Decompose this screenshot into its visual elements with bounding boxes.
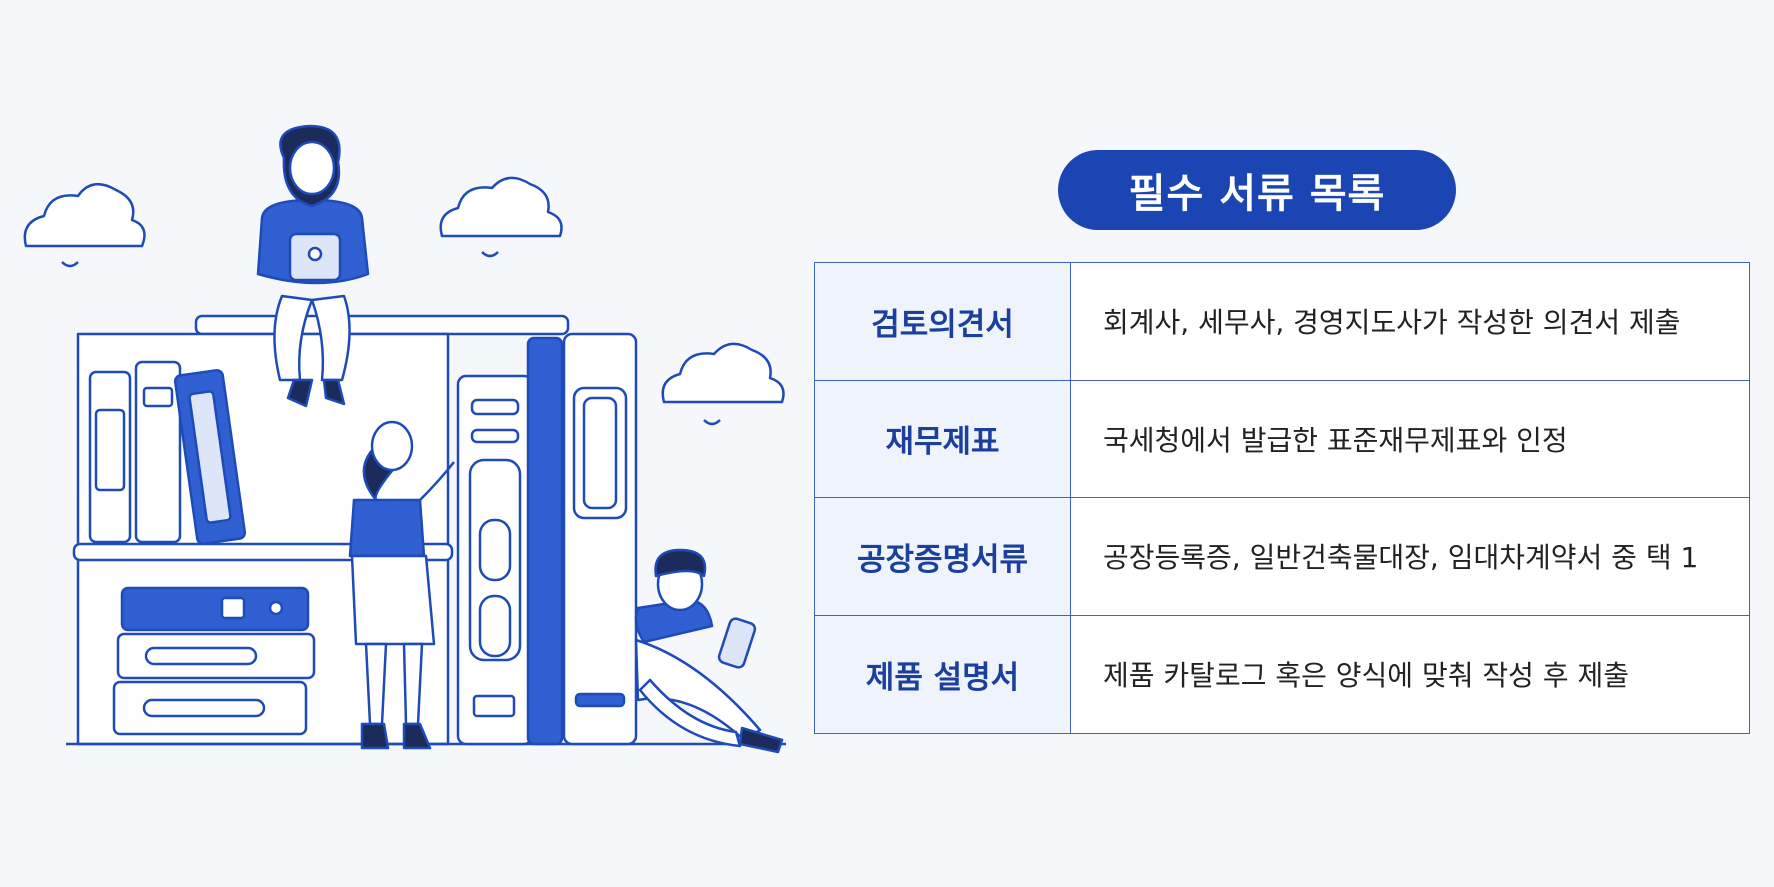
document-name: 재무제표 [815, 380, 1071, 498]
cloud-icon [23, 183, 146, 268]
bookshelf-illustration [23, 124, 786, 754]
document-description: 공장등록증, 일반건축물대장, 임대차계약서 중 택 1 [1071, 498, 1749, 616]
required-documents-table: 검토의견서 회계사, 세무사, 경영지도사가 작성한 의견서 제출 재무제표 국… [814, 262, 1750, 734]
cloud-icon [661, 342, 785, 426]
section-title: 필수 서류 목록 [1058, 150, 1456, 230]
cloud-icon [439, 176, 563, 258]
person-reading-phone-icon [634, 548, 784, 754]
document-description: 제품 카탈로그 혹은 양식에 맞춰 작성 후 제출 [1071, 615, 1749, 733]
document-name: 제품 설명서 [815, 615, 1071, 733]
person-reading-tablet-icon [256, 124, 370, 408]
document-name: 검토의견서 [815, 263, 1071, 381]
document-description: 회계사, 세무사, 경영지도사가 작성한 의견서 제출 [1071, 263, 1749, 381]
document-name: 공장증명서류 [815, 498, 1071, 616]
person-browsing-books-icon [348, 420, 455, 750]
document-description: 국세청에서 발급한 표준재무제표와 인정 [1071, 380, 1749, 498]
